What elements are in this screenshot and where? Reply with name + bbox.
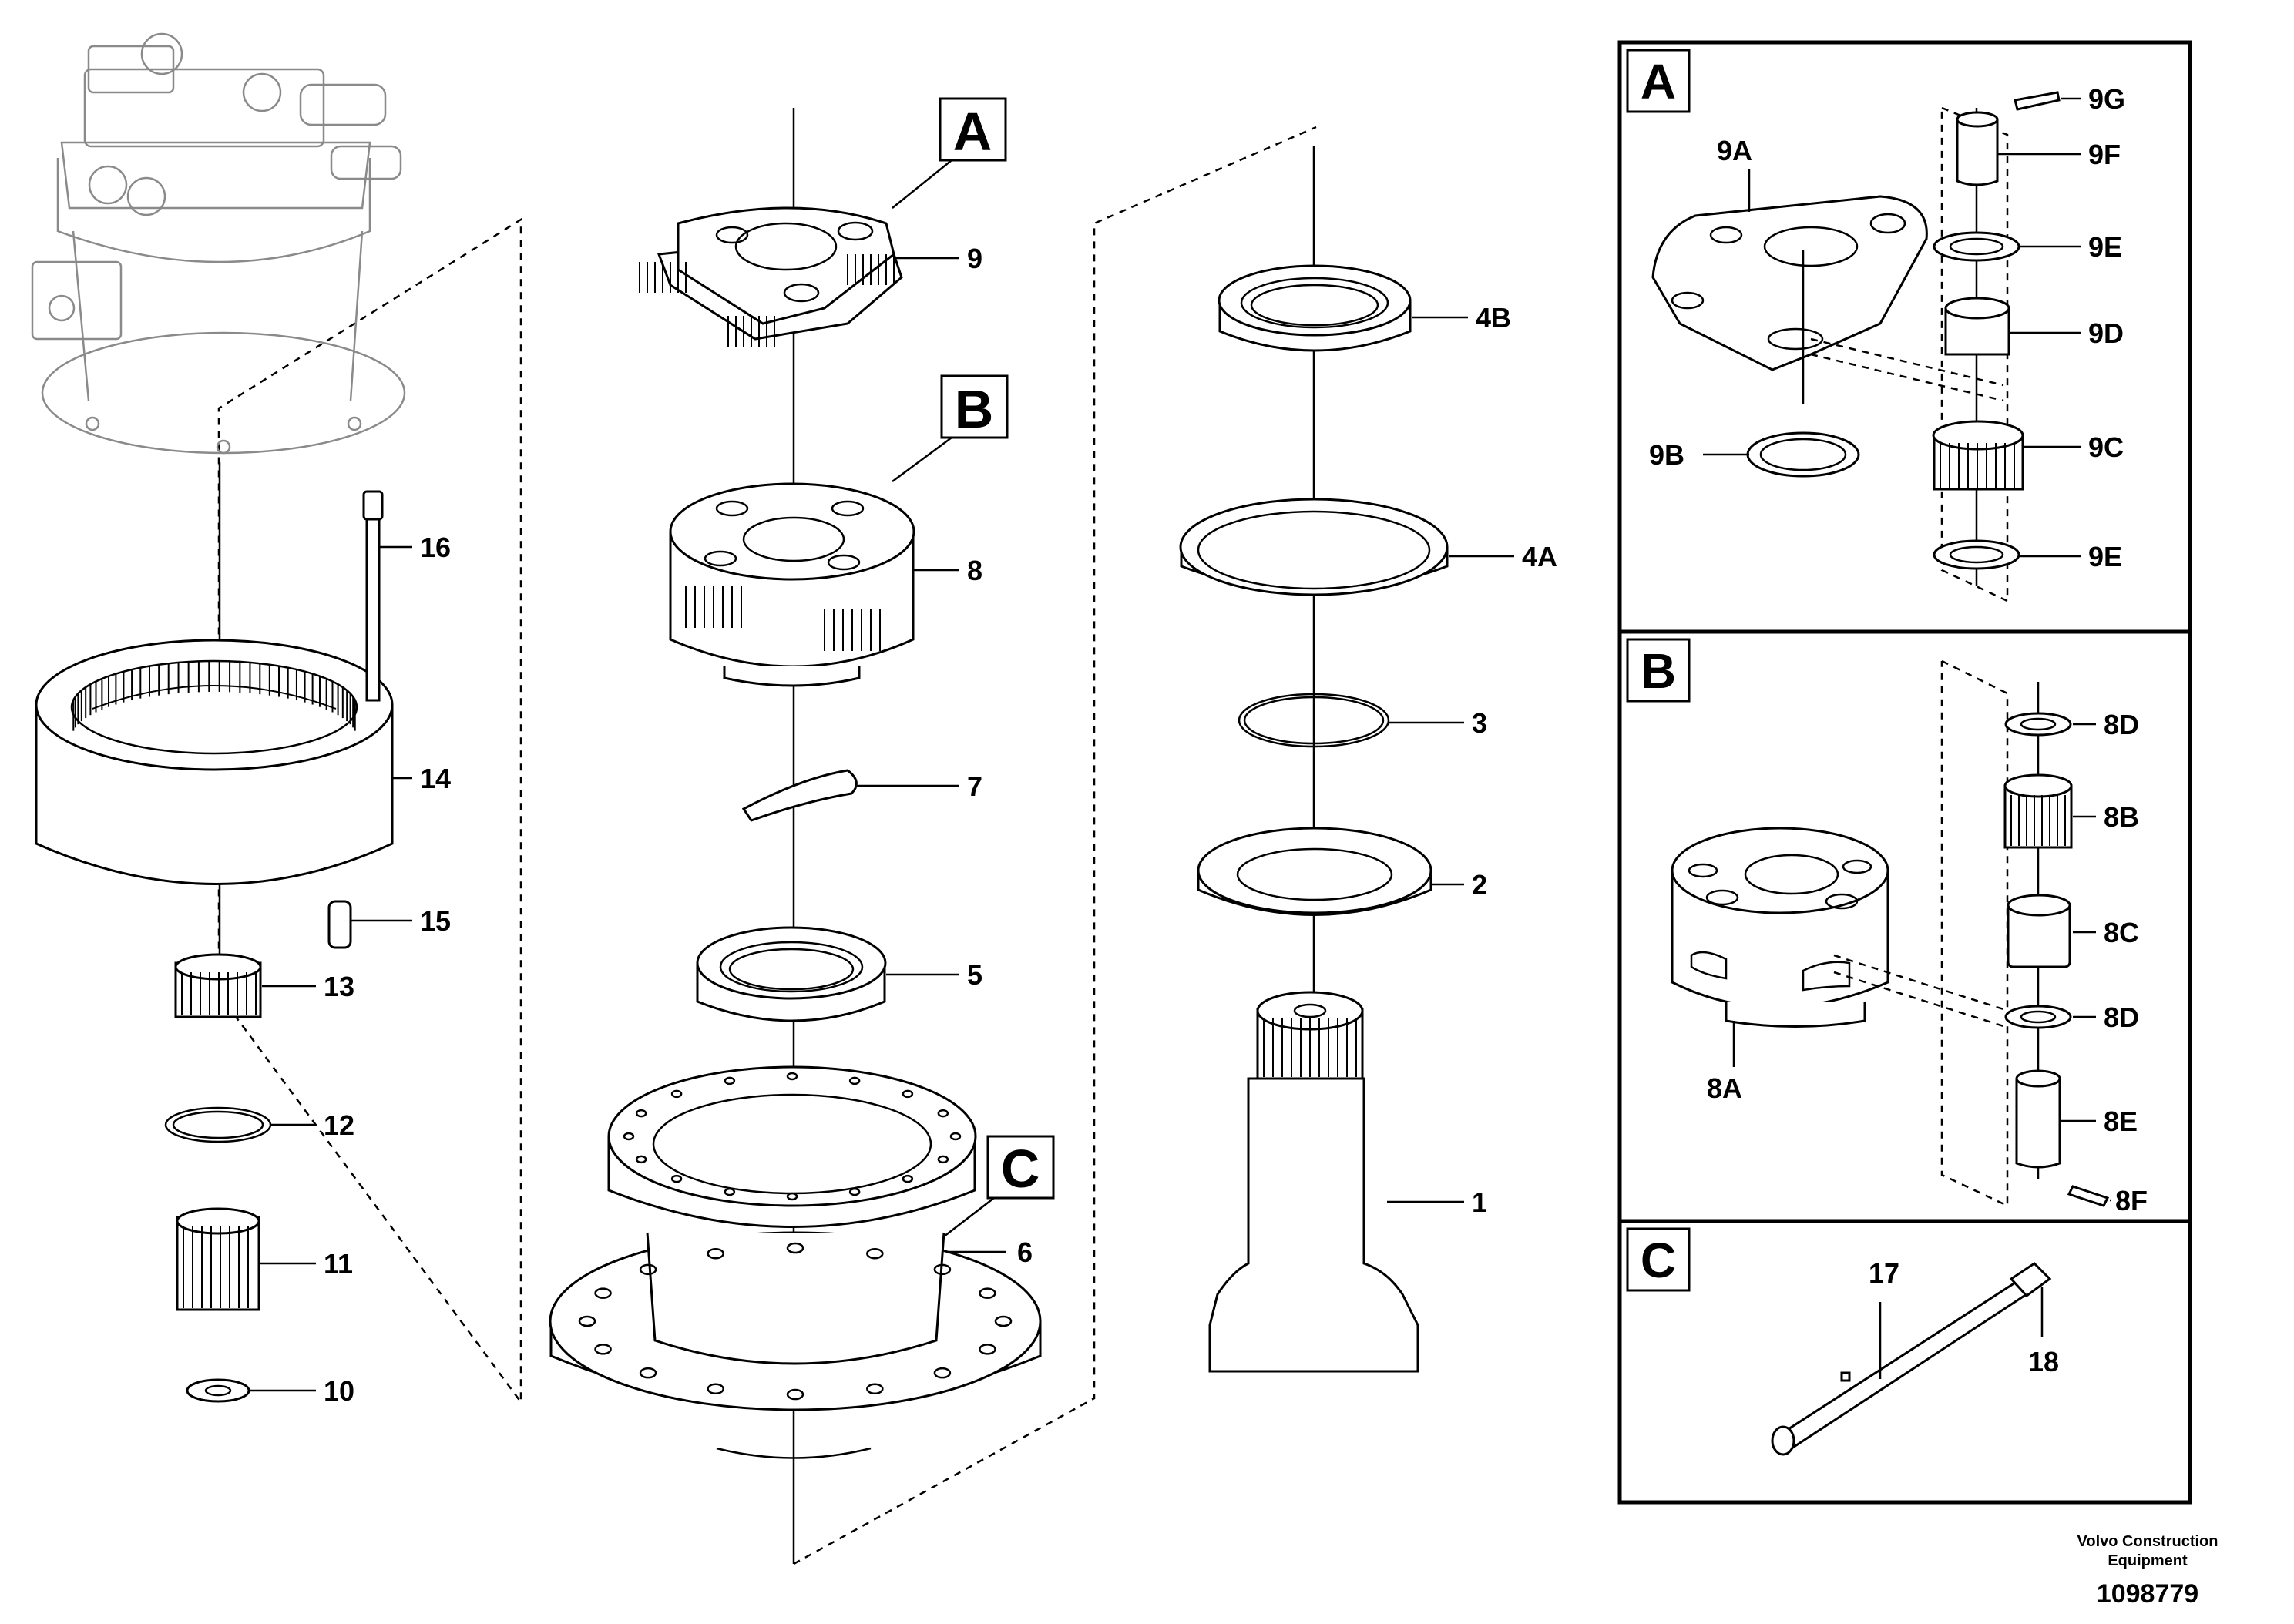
label-17: 17 <box>1869 1257 1899 1289</box>
label-9d: 9D <box>2088 317 2124 349</box>
detail-marker-a: A <box>892 97 1007 209</box>
svg-text:C: C <box>1641 1233 1676 1288</box>
label-8d-bottom: 8D <box>2104 1002 2139 1033</box>
part-3-o-ring <box>1238 693 1390 748</box>
label-8b: 8B <box>2104 801 2139 833</box>
label-9c: 9C <box>2088 431 2124 463</box>
callout-3: 3 <box>1472 707 1487 739</box>
svg-text:A: A <box>953 102 992 162</box>
brand-line-2: Equipment <box>2108 1552 2188 1569</box>
callout-15: 15 <box>420 905 451 937</box>
callout-14: 14 <box>420 763 451 794</box>
callout-8: 8 <box>967 555 982 586</box>
callout-6: 6 <box>1017 1236 1033 1268</box>
svg-text:B: B <box>1641 643 1676 699</box>
part-4b-bearing <box>1218 264 1412 352</box>
callout-12: 12 <box>324 1109 354 1141</box>
callout-5: 5 <box>967 959 982 991</box>
callout-4b: 4B <box>1476 302 1511 334</box>
brand-line-1: Volvo Construction <box>2077 1533 2218 1550</box>
label-18: 18 <box>2028 1346 2059 1377</box>
part-7-thrust-ring <box>741 769 858 822</box>
part-15-pin <box>327 900 352 949</box>
label-8e: 8E <box>2104 1106 2138 1137</box>
title-block: Volvo Construction Equipment 1098779 <box>2077 1533 2218 1609</box>
callout-13: 13 <box>324 971 354 1002</box>
swing-motor-assembly <box>31 32 406 455</box>
drawing-number: 1098779 <box>2097 1579 2198 1609</box>
label-9g: 9G <box>2088 83 2125 115</box>
part-9-planet-carrier <box>639 206 903 347</box>
svg-text:B: B <box>955 379 994 439</box>
label-8a: 8A <box>1707 1072 1742 1104</box>
detail-marker-c: C <box>943 1135 1055 1237</box>
part-2-oil-seal <box>1197 827 1432 916</box>
part-13-sun-gear <box>174 953 262 1018</box>
callout-9: 9 <box>967 243 982 274</box>
callout-2: 2 <box>1472 869 1487 901</box>
part-5-bearing <box>696 926 887 1022</box>
label-9b: 9B <box>1649 439 1684 471</box>
part-1-pinion-shaft <box>1208 991 1419 1373</box>
detail-panel-b: B 8A 8D 8B 8C <box>1626 638 2148 1216</box>
label-9a: 9A <box>1717 135 1752 166</box>
part-6-housing <box>549 1065 1042 1459</box>
detail-panel-a: A 9B <box>1626 49 2125 602</box>
callout-4a: 4A <box>1522 541 1557 572</box>
label-8d-top: 8D <box>2104 709 2139 740</box>
callout-1: 1 <box>1472 1186 1487 1218</box>
callout-11: 11 <box>324 1248 353 1280</box>
callout-labels: 9 8 7 5 6 16 14 15 13 12 11 10 4B 4A 3 2 <box>250 243 1557 1407</box>
detail-panel-c: C 17 18 <box>1626 1227 2059 1456</box>
svg-text:C: C <box>1001 1139 1040 1199</box>
part-12-snap-ring <box>164 1106 272 1143</box>
part-16-bolt <box>362 490 384 702</box>
label-8c: 8C <box>2104 917 2139 948</box>
label-9e-top: 9E <box>2088 231 2122 263</box>
callout-10: 10 <box>324 1375 354 1407</box>
part-8-planet-carrier <box>669 482 915 687</box>
label-9e-bottom: 9E <box>2088 541 2122 572</box>
svg-text:A: A <box>1641 54 1676 109</box>
label-9f: 9F <box>2088 139 2121 170</box>
label-8f: 8F <box>2115 1185 2148 1216</box>
detail-marker-b: B <box>892 374 1009 483</box>
callout-7: 7 <box>967 770 982 802</box>
part-14-ring-gear <box>35 639 394 885</box>
part-10-thrust-washer <box>186 1378 250 1403</box>
part-11-gear <box>176 1207 260 1311</box>
detail-frame <box>1617 40 2192 1505</box>
callout-16: 16 <box>420 532 451 563</box>
part-4a-seal-ring <box>1179 498 1449 596</box>
